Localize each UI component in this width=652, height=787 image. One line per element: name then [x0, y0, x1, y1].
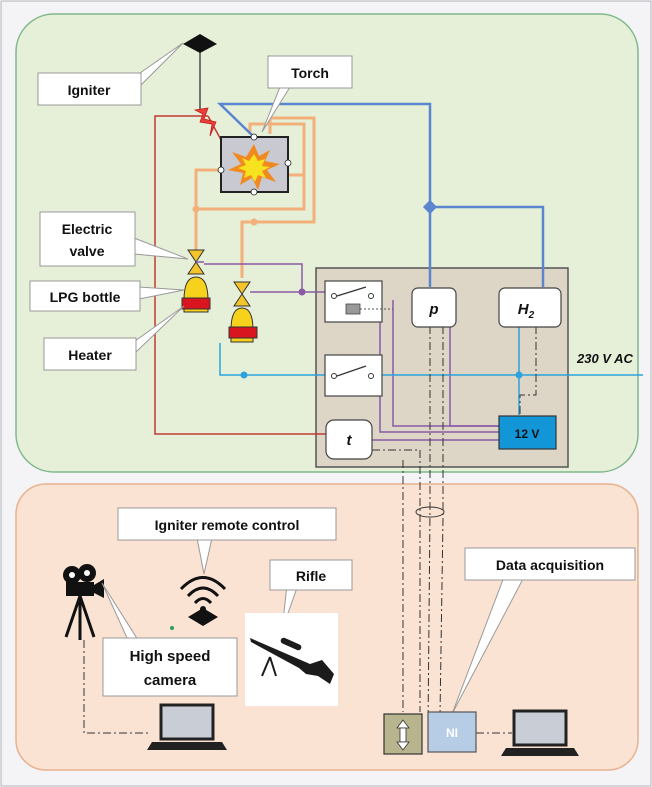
data-cables	[83, 326, 537, 734]
relay-2	[324, 354, 383, 397]
callout-heater: Heater	[43, 305, 185, 371]
laptop-icon-2	[501, 709, 579, 756]
igniter-remote-label: Igniter remote control	[155, 517, 300, 533]
torch-label: Torch	[291, 65, 329, 81]
igniter-icon	[183, 34, 217, 53]
temperature-sensor	[325, 419, 373, 460]
heater-band-2	[228, 326, 258, 339]
rifle-icon	[250, 637, 334, 684]
hydrogen-label: H2	[518, 301, 535, 321]
callout-electric-valve: Electric valve	[39, 211, 189, 267]
heater-band	[181, 297, 211, 310]
high-speed-camera-icon	[63, 564, 104, 640]
pressure-sensor	[411, 287, 457, 328]
gas-lines	[216, 102, 545, 287]
camera-label-1: High speed	[130, 648, 211, 665]
igniter-label: Igniter	[68, 82, 111, 98]
electric-valve-icon	[187, 249, 205, 275]
camera-label-2: camera	[144, 672, 197, 689]
callout-camera: High speed camera	[101, 582, 238, 697]
signal-lines	[204, 263, 500, 441]
lpg-bottle-label: LPG bottle	[50, 289, 121, 305]
ni-label: NI	[446, 726, 458, 740]
temperature-label: t	[347, 432, 353, 449]
data-acquisition-label: Data acquisition	[496, 557, 604, 573]
ni-daq-box	[427, 711, 477, 753]
junction-icon	[422, 199, 438, 215]
indicator-dot	[170, 626, 174, 630]
dc-power-label: 12 V	[515, 427, 540, 441]
callout-igniter: Igniter	[37, 42, 184, 106]
callout-torch: Torch	[261, 55, 353, 133]
callout-lpg-bottle: LPG bottle	[29, 280, 185, 312]
ac-lines	[219, 326, 643, 415]
pressure-label: p	[428, 301, 438, 318]
electric-valve-label-2: valve	[69, 243, 104, 259]
ac-power-label: 230 V AC	[576, 351, 633, 366]
rifle-label: Rifle	[296, 568, 327, 584]
heater-line	[154, 115, 326, 435]
callout-rifle: Rifle	[269, 559, 353, 631]
nozzle-icons	[217, 133, 292, 196]
spark-icon	[193, 107, 217, 137]
relay-1	[324, 280, 393, 323]
valve-icon	[233, 281, 251, 307]
electric-valve-label-1: Electric	[62, 221, 113, 237]
wifi-remote-icon	[179, 576, 227, 605]
hydrogen-sensor	[498, 287, 562, 328]
up-down-arrow-icon	[396, 719, 410, 751]
dc-power-box	[498, 415, 557, 450]
lpg-bottle-icon-2	[228, 307, 258, 343]
lpg-bottle-icon	[181, 276, 211, 313]
callout-igniter-remote: Igniter remote control	[117, 507, 337, 575]
lpg-lines	[194, 116, 316, 278]
callout-data-acquisition: Data acquisition	[451, 547, 636, 715]
laptop-icon	[147, 703, 227, 750]
heater-label: Heater	[68, 347, 112, 363]
